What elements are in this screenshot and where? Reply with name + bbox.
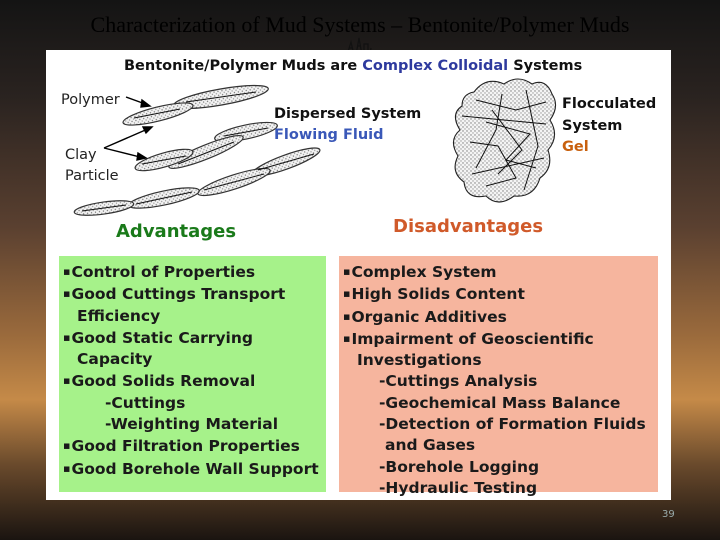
label-flowing-fluid: Flowing Fluid [274,127,384,143]
page-number: 39 [662,509,675,520]
dispersed-system-sketch [73,78,557,216]
label-system: System [562,118,623,134]
list-item: ▪Good Borehole Wall Support [63,459,319,478]
list-item: ▪Good Filtration Properties [63,437,300,456]
polymer-strands [81,91,315,212]
advantages-heading: Advantages [116,221,237,242]
list-item: -Detection of Formation Fluids [379,415,646,434]
square-bullet-icon: ▪ [343,287,351,301]
list-item: and Gases [385,436,476,455]
list-item: ▪Good Solids Removal [63,372,256,391]
square-bullet-icon: ▪ [63,265,71,278]
list-item: ▪High Solids Content [343,285,525,304]
square-bullet-icon: ▪ [63,461,71,475]
square-bullet-icon: ▪ [343,265,351,278]
square-bullet-icon: ▪ [63,439,71,453]
headline-post: Systems [508,58,583,74]
headline: Bentonite/Polymer Muds are Complex Collo… [124,58,582,74]
list-item: -Cuttings Analysis [379,372,538,391]
list-item: -Weighting Material [105,415,279,434]
list-item: -Hydraulic Testing [379,478,538,497]
advantages-box: ▪Control of Properties ▪Good Cuttings Tr… [59,256,326,492]
square-bullet-icon: ▪ [343,331,351,345]
label-flocculated: Flocculated [562,96,657,112]
square-bullet-icon: ▪ [343,309,351,323]
disadvantages-heading: Disadvantages [393,216,544,237]
label-dispersed-system: Dispersed System [274,106,422,122]
headline-accent: Complex Colloidal [362,58,509,74]
slide-title: Characterization of Mud Systems – Benton… [90,12,630,37]
label-arrows [103,96,154,161]
list-item: ▪Organic Additives [343,307,507,326]
diagram-panel: Bentonite/Polymer Muds are Complex Collo… [46,50,671,500]
flocculated-system-sketch [452,78,557,203]
disadvantages-box: ▪Complex System ▪High Solids Content ▪Or… [339,256,658,497]
list-item: Efficiency [77,306,161,325]
list-item: ▪Good Static Carrying [63,328,253,347]
floc-cluster [452,78,557,203]
label-clay: Clay [65,147,97,163]
label-particle: Particle [65,168,119,184]
headline-pre: Bentonite/Polymer Muds are [124,58,363,74]
label-polymer: Polymer [61,92,120,108]
list-item: Investigations [357,351,482,370]
tower-sketch-icon [346,37,372,56]
square-bullet-icon: ▪ [63,330,71,344]
list-item: -Borehole Logging [379,457,540,476]
square-bullet-icon: ▪ [63,287,71,301]
list-item: ▪Control of Properties [63,263,256,281]
list-item: -Geochemical Mass Balance [379,393,621,412]
list-item: ▪Complex System [343,263,497,281]
list-item: Capacity [77,350,153,369]
list-item: ▪Good Cuttings Transport [63,285,286,304]
list-item: -Cuttings [105,393,186,412]
list-item: ▪Impairment of Geoscientific [343,329,594,348]
square-bullet-icon: ▪ [63,374,71,388]
clay-particle [122,102,194,126]
label-gel: Gel [562,139,589,155]
